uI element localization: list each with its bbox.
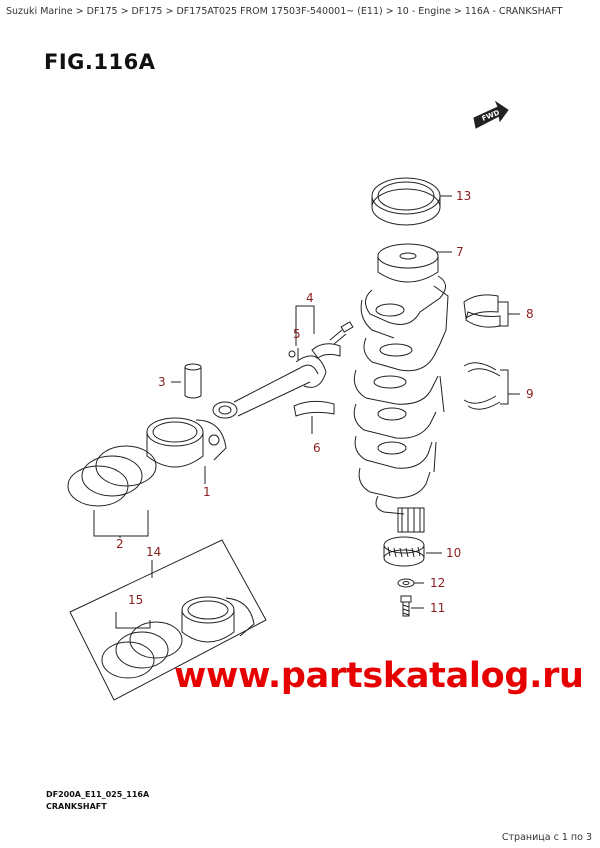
connecting-rod-part xyxy=(212,350,327,419)
callout-2: 2 xyxy=(116,537,124,551)
callout-12: 12 xyxy=(430,576,445,590)
conrod-bearing-part xyxy=(293,400,335,417)
gear-bolt-part xyxy=(400,595,412,617)
gear-part xyxy=(383,536,425,567)
bearing-8-upper xyxy=(463,294,499,319)
callout-10: 10 xyxy=(446,546,461,560)
piston-part xyxy=(146,417,227,468)
piston-pin-part xyxy=(184,363,202,399)
piston-rings-part xyxy=(67,445,157,507)
callout-8: 8 xyxy=(526,307,534,321)
callout-1: 1 xyxy=(203,485,211,499)
kit-rings-part xyxy=(101,621,183,679)
seal-part xyxy=(371,177,441,226)
drawing-subtitle: CRANKSHAFT xyxy=(46,802,107,811)
bearing-8-lower xyxy=(465,311,501,328)
callout-5: 5 xyxy=(293,327,301,341)
callout-15: 15 xyxy=(128,593,143,607)
callout-6: 6 xyxy=(313,441,321,455)
watermark-text: www.partskatalog.ru xyxy=(174,656,584,696)
pagination: Страница с 1 по 3 xyxy=(501,832,592,843)
callout-7: 7 xyxy=(456,245,464,259)
leader-lines xyxy=(93,195,520,629)
thrust-washer-upper xyxy=(463,362,497,371)
drawing-code: DF200A_E11_025_116A xyxy=(46,790,150,799)
callout-3: 3 xyxy=(158,375,166,389)
callout-13: 13 xyxy=(456,189,471,203)
fwd-arrow-icon: FWD xyxy=(473,100,509,129)
conrod-bolt-part xyxy=(329,321,354,345)
callout-4: 4 xyxy=(306,291,314,305)
callout-11: 11 xyxy=(430,601,445,615)
washer-part xyxy=(397,578,415,588)
callout-14: 14 xyxy=(146,545,161,559)
piston-kit-box xyxy=(69,539,267,701)
callout-9: 9 xyxy=(526,387,534,401)
crankshaft-part xyxy=(353,243,449,533)
figure-title: FIG.116A xyxy=(44,50,156,74)
callout-labels: 1 2 3 4 5 6 7 8 9 10 11 12 13 14 15 xyxy=(116,189,534,615)
thrust-washer-lower xyxy=(463,395,497,404)
kit-piston-part xyxy=(181,596,255,643)
breadcrumb[interactable]: Suzuki Marine > DF175 > DF175 > DF175AT0… xyxy=(6,6,563,17)
